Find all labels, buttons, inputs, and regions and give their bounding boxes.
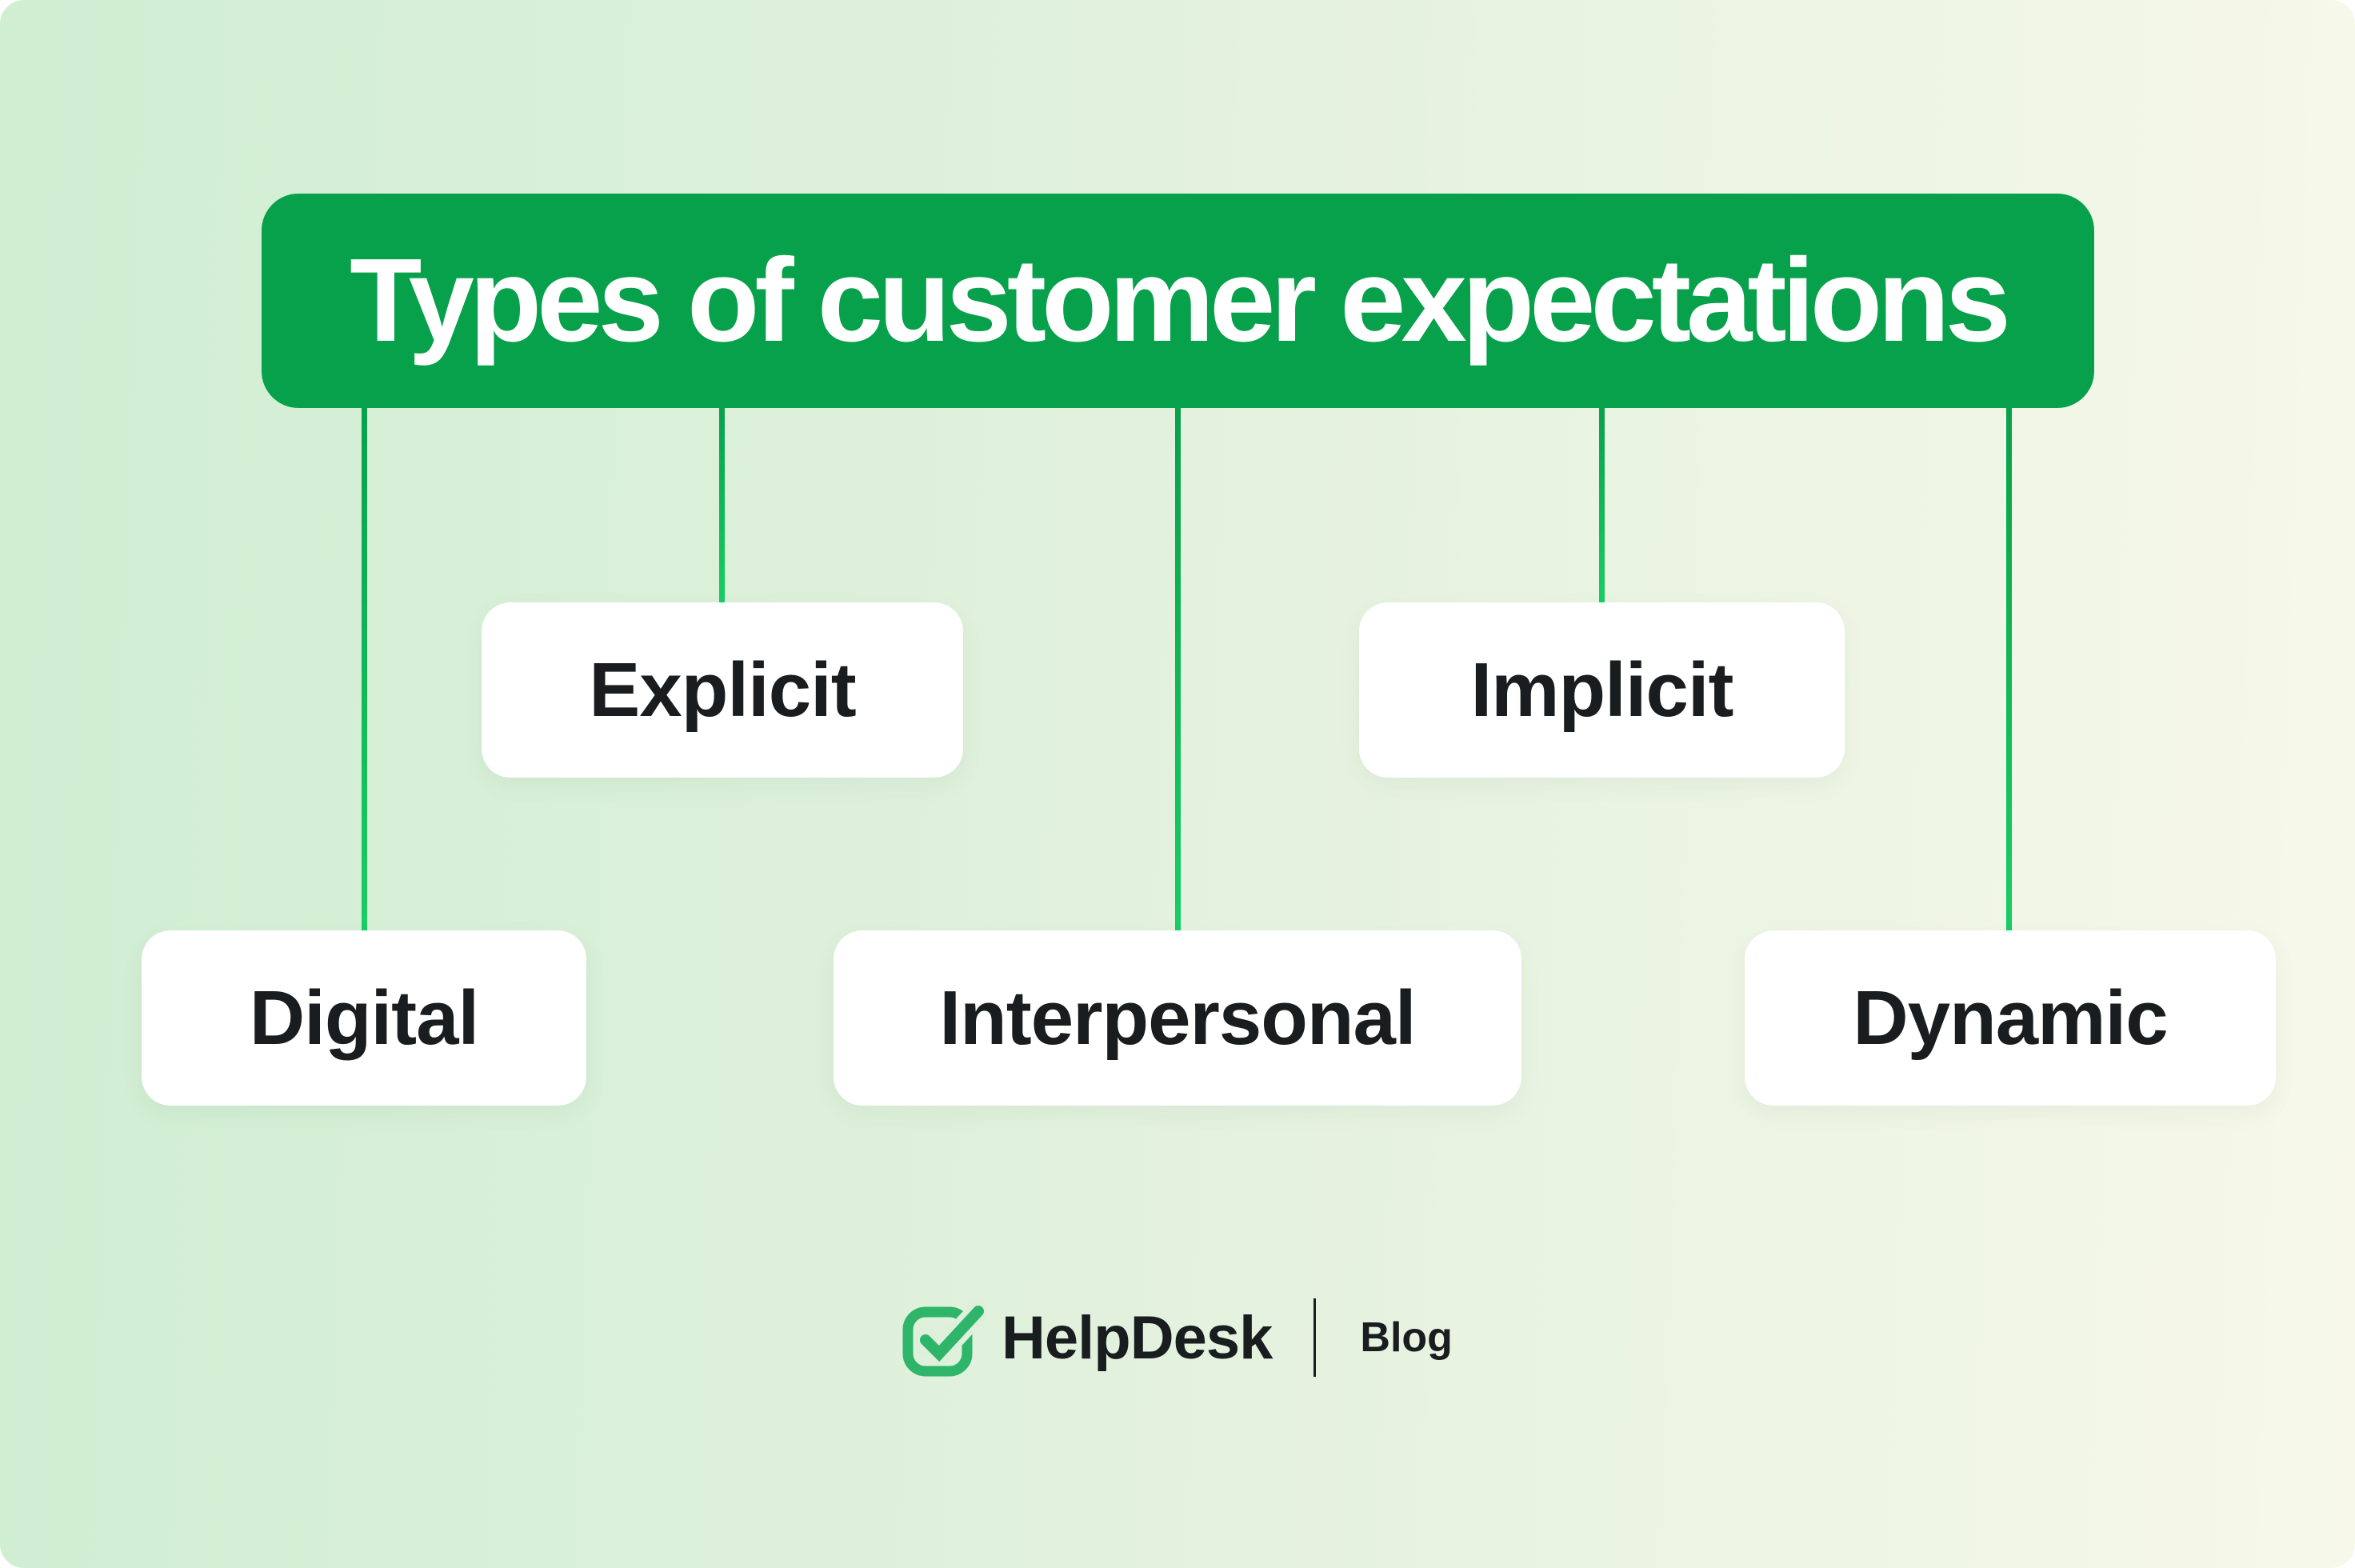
footer-logo-row: HelpDesk Blog xyxy=(0,1290,2355,1386)
page-title: Types of customer expectations xyxy=(350,234,2011,366)
connector-line-dynamic xyxy=(2006,405,2012,933)
footer-divider xyxy=(1313,1298,1317,1377)
header-title-card: Types of customer expectations xyxy=(262,194,2094,408)
connector-line-interpersonal xyxy=(1175,405,1181,933)
connector-line-digital xyxy=(362,405,367,933)
node-label-dynamic: Dynamic xyxy=(1853,974,2168,1061)
blog-label: Blog xyxy=(1360,1314,1453,1361)
connector-line-implicit xyxy=(1599,405,1605,605)
node-label-interpersonal: Interpersonal xyxy=(939,974,1416,1061)
node-label-explicit: Explicit xyxy=(589,646,856,733)
node-card-dynamic: Dynamic xyxy=(1745,930,2276,1106)
helpdesk-brand-text: HelpDesk xyxy=(1002,1303,1273,1372)
connector-line-explicit xyxy=(719,405,725,605)
node-card-digital: Digital xyxy=(142,930,586,1106)
helpdesk-check-squircle-icon xyxy=(902,1300,986,1377)
node-label-digital: Digital xyxy=(249,974,479,1061)
node-card-implicit: Implicit xyxy=(1359,602,1845,778)
node-card-interpersonal: Interpersonal xyxy=(834,930,1521,1106)
node-label-implicit: Implicit xyxy=(1470,646,1733,733)
node-card-explicit: Explicit xyxy=(482,602,963,778)
